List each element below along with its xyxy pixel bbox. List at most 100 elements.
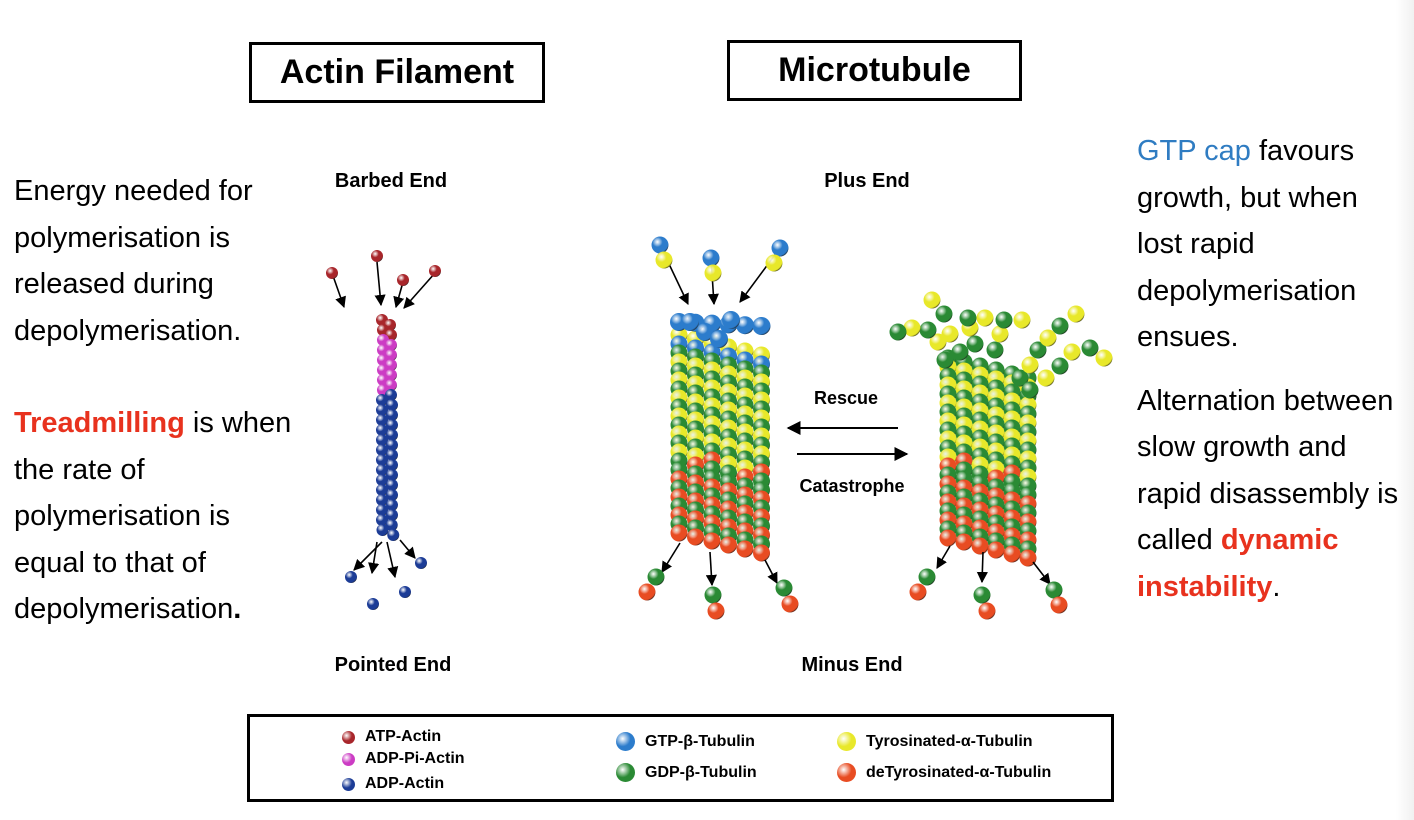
free-atp-actin [429,265,441,277]
tyrosinated-subunit [765,254,783,272]
gtp-cap-description: favours growth, but when lost rapid depo… [1137,135,1358,353]
dynamic-instability-description: Alternation between slow growth and rapi… [1137,384,1399,557]
dynamic-instability-period: . [1272,570,1281,603]
detyrosinated-subunit [939,529,957,547]
subunit-arrow [976,551,988,584]
free-atp-actin [397,274,409,286]
free-atp-actin [371,250,383,262]
gtp-tubulin-subunit [651,236,669,254]
tyrosinated-subunit [941,325,959,343]
adp-actin-subunit [376,514,388,526]
adp-pi-actin-swatch [342,752,355,766]
detyrosinated-subunit [909,583,927,601]
plus-end-label: Plus End [824,170,910,192]
tyrosinated-subunit [929,333,947,351]
adp-actin-subunit [386,489,398,501]
adp-actin-subunit [376,434,388,446]
adp-actin-subunit [386,449,398,461]
detyrosinated-subunit [720,536,737,554]
gtp-cap-subunit [681,313,699,331]
legend-item-adp-pi-actin: ADP-Pi-Actin [342,750,465,768]
legend-item-adp-actin: ADP-Actin [342,775,444,793]
tyrosinated-subunit [923,291,941,309]
adp-actin-subunit [376,464,388,476]
gdp-tubulin-subunit [1021,381,1039,399]
adp-actin-subunit [387,529,400,541]
gtp-cap-subunit [736,316,754,335]
adp-actin-subunit [386,509,398,521]
gtp-tubulin-subunit [771,239,789,257]
gdp-tubulin-subunit [775,579,793,597]
legend-label: ATP-Actin [365,728,442,745]
actin-filament [326,250,441,610]
treadmilling-term: Treadmilling [14,407,185,439]
gtp-cap-subunit [752,317,771,335]
gdp-tubulin-subunit [704,586,722,604]
adp-actin-subunit [386,499,398,511]
adp-actin-subunit [376,394,388,406]
detyrosinated-subunit [1019,549,1037,567]
adp-actin-subunit [376,444,388,456]
adp-actin-subunit [376,524,389,536]
gdp-tubulin-subunit [889,323,907,341]
gdp-tubulin-subunit [918,568,936,586]
treadmilling-definition: is when the rate of polymerisation is eq… [14,407,292,625]
dynamic-instability-paragraph: Alternation between slow growth and rapi… [1137,378,1399,611]
detyrosinated-subunit [736,540,754,558]
subunit-arrow [1032,561,1051,585]
detyrosinated-subunit [987,541,1005,559]
detyrosinated-subunit [1003,545,1021,563]
legend-label: ADP-Pi-Actin [365,750,465,767]
gdp-tubulin-subunit [1051,357,1069,375]
gdp-tubulin-subunit [1045,581,1063,599]
detyrosinated-swatch [837,763,856,782]
legend-item-atp-actin: ATP-Actin [342,728,441,746]
adp-actin-subunit [376,494,388,506]
free-adp-actin [345,571,357,583]
tyrosinated-subunit [1021,356,1039,374]
adp-actin-subunit [376,484,388,496]
microtubule-shrinking [889,291,1113,620]
page-edge-shade [1396,0,1414,820]
adp-actin-subunit [386,409,398,421]
free-atp-actin [326,267,338,279]
legend-item-tyrosinated: Tyrosinated-α-Tubulin [837,732,1033,751]
adp-actin-swatch [342,777,355,791]
legend-label: deTyrosinated-α-Tubulin [866,763,1052,781]
tyrosinated-subunit [976,309,994,327]
gdp-tubulin-swatch [616,763,635,782]
legend-label: ADP-Actin [365,775,445,792]
legend-item-detyrosinated: deTyrosinated-α-Tubulin [837,763,1051,782]
gtp-cap-term: GTP cap [1137,135,1251,167]
minus-end-label: Minus End [801,654,903,676]
tyrosinated-subunit [655,251,673,269]
tyrosinated-swatch [837,732,856,751]
adp-actin-subunit [386,399,398,411]
microtubule-title: Microtubule [727,40,1022,101]
subunit-arrow [353,541,383,571]
detyrosinated-subunit [707,602,725,620]
subunit-arrow [936,545,951,569]
atp-actin-swatch [342,730,355,744]
gdp-tubulin-subunit [1081,339,1099,357]
gdp-tubulin-subunit [986,341,1004,359]
legend: ATP-Actin ADP-Pi-Actin ADP-Actin GTP-β-T… [247,714,1114,802]
adp-actin-subunit [386,429,398,441]
catastrophe-label: Catastrophe [799,476,905,496]
pointed-end-label: Pointed End [334,654,452,676]
adp-actin-subunit [385,389,397,401]
gtp-cap-subunit [710,330,728,348]
subunit-arrow [399,539,416,559]
detyrosinated-subunit [638,583,656,601]
gdp-tubulin-subunit [973,586,991,604]
gtp-tubulin-swatch [616,732,635,751]
gtp-tubulin-subunit [702,249,720,267]
gdp-tubulin-subunit [935,305,953,323]
subunit-arrow [374,261,386,307]
dynamic-instability-term: dynamic instability [1137,524,1339,603]
adp-actin-subunit [385,519,398,531]
subunit-arrow [403,272,436,309]
gdp-tubulin-subunit [959,309,977,327]
tyrosinated-subunit [1063,343,1081,361]
